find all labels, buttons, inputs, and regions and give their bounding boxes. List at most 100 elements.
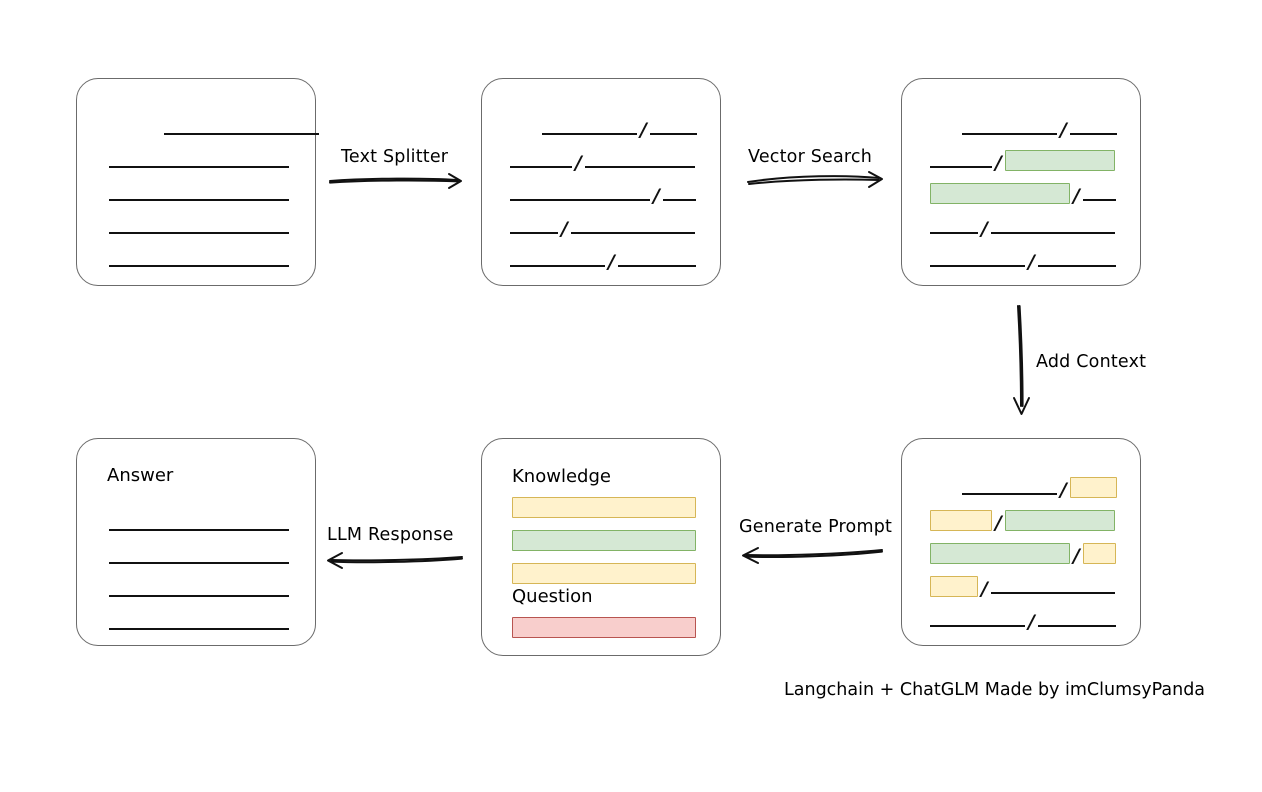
document-row: /	[930, 541, 1116, 567]
document-row	[109, 247, 289, 267]
arrow-add-context-glyph	[1013, 305, 1030, 415]
question-label: Question	[512, 586, 593, 607]
document-row	[109, 577, 289, 597]
chunk-separator-slash: /	[575, 152, 582, 174]
chunk-highlight-green	[1004, 150, 1115, 171]
document-row: /	[510, 247, 696, 273]
text-line	[930, 166, 992, 168]
split-chunks-rows: / / / / /	[482, 79, 720, 285]
text-line	[109, 199, 289, 201]
text-line	[649, 133, 697, 135]
text-line	[1069, 133, 1117, 135]
question-bar-1	[512, 617, 696, 638]
document-row	[109, 181, 289, 201]
arrow-vector-search-label: Vector Search	[748, 147, 873, 167]
document-row: /	[510, 181, 696, 207]
text-line	[109, 529, 289, 531]
knowledge-bar-3	[512, 563, 696, 584]
matched-chunks-rows: / / / / /	[902, 79, 1140, 285]
text-line	[962, 493, 1057, 495]
card-split-chunks[interactable]: / / / / /	[481, 78, 721, 286]
document-row: /	[930, 475, 1117, 501]
knowledge-bar-1	[512, 497, 696, 518]
card-matched-chunks[interactable]: / / / / /	[901, 78, 1141, 286]
text-line	[930, 232, 978, 234]
arrow-generate-prompt-label: Generate Prompt	[739, 517, 893, 537]
text-line	[930, 625, 1025, 627]
text-line	[109, 628, 289, 630]
chunk-highlight-yellow	[1082, 543, 1116, 564]
text-line	[617, 265, 696, 267]
document-row: /	[930, 214, 1115, 240]
chunk-separator-slash: /	[1073, 185, 1080, 207]
answer-rows	[77, 439, 315, 645]
arrow-text-splitter-glyph	[329, 173, 462, 189]
chunk-highlight-green	[930, 543, 1070, 564]
text-line	[109, 232, 289, 234]
text-line	[542, 133, 637, 135]
chunk-separator-slash: /	[981, 578, 988, 600]
context-chunks-rows: / / / / /	[902, 439, 1140, 645]
arrow-llm-response-glyph	[327, 552, 463, 569]
document-row	[109, 115, 319, 135]
chunk-highlight-green	[1004, 510, 1115, 531]
text-line	[109, 265, 289, 267]
arrow-llm-response-label: LLM Response	[327, 525, 454, 545]
chunk-separator-slash: /	[640, 119, 647, 141]
text-line	[990, 592, 1115, 594]
document-row: /	[510, 148, 695, 174]
knowledge-label: Knowledge	[512, 466, 611, 487]
arrow-text-splitter-label: Text Splitter	[341, 147, 449, 167]
text-line	[510, 265, 605, 267]
chunk-highlight-yellow	[1069, 477, 1117, 498]
text-line	[510, 166, 572, 168]
text-line	[510, 232, 558, 234]
document-row: /	[510, 214, 695, 240]
chunk-separator-slash: /	[561, 218, 568, 240]
chunk-separator-slash: /	[653, 185, 660, 207]
chunk-separator-slash: /	[981, 218, 988, 240]
document-row: /	[930, 148, 1115, 173]
card-answer[interactable]: Answer	[76, 438, 316, 646]
document-row: /	[930, 247, 1116, 273]
text-line	[510, 199, 650, 201]
answer-label: Answer	[107, 465, 174, 486]
document-row: /	[930, 574, 1115, 600]
text-line	[1037, 625, 1116, 627]
text-line	[164, 133, 319, 135]
diagram-caption: Langchain + ChatGLM Made by imClumsyPand…	[784, 680, 1206, 700]
text-line	[962, 133, 1057, 135]
source-document-rows	[77, 79, 319, 285]
document-row	[109, 511, 289, 531]
chunk-separator-slash: /	[608, 251, 615, 273]
card-prompt[interactable]: Knowledge Question	[481, 438, 721, 656]
text-line	[1037, 265, 1116, 267]
document-row	[109, 148, 289, 168]
arrow-add-context-label: Add Context	[1036, 352, 1147, 372]
text-line	[990, 232, 1115, 234]
arrow-vector-search-glyph	[747, 171, 883, 188]
chunk-separator-slash: /	[1060, 479, 1067, 501]
chunk-highlight-yellow	[930, 576, 978, 597]
document-row: /	[930, 115, 1117, 140]
document-row: /	[930, 607, 1116, 632]
document-row	[109, 610, 289, 630]
chunk-highlight-green	[930, 183, 1070, 204]
chunk-separator-slash: /	[995, 512, 1002, 534]
chunk-highlight-yellow	[930, 510, 992, 531]
document-row: /	[930, 181, 1116, 207]
card-context-chunks[interactable]: / / / / /	[901, 438, 1141, 646]
document-row: /	[930, 508, 1115, 534]
text-line	[584, 166, 695, 168]
knowledge-bar-2	[512, 530, 696, 551]
document-row	[109, 214, 289, 234]
card-source-document[interactable]	[76, 78, 319, 286]
document-row	[109, 544, 289, 564]
text-line	[109, 562, 289, 564]
text-line	[109, 166, 289, 168]
chunk-separator-slash: /	[1073, 545, 1080, 567]
arrow-generate-prompt-glyph	[742, 547, 883, 564]
chunk-separator-slash: /	[1028, 251, 1035, 273]
text-line	[109, 595, 289, 597]
